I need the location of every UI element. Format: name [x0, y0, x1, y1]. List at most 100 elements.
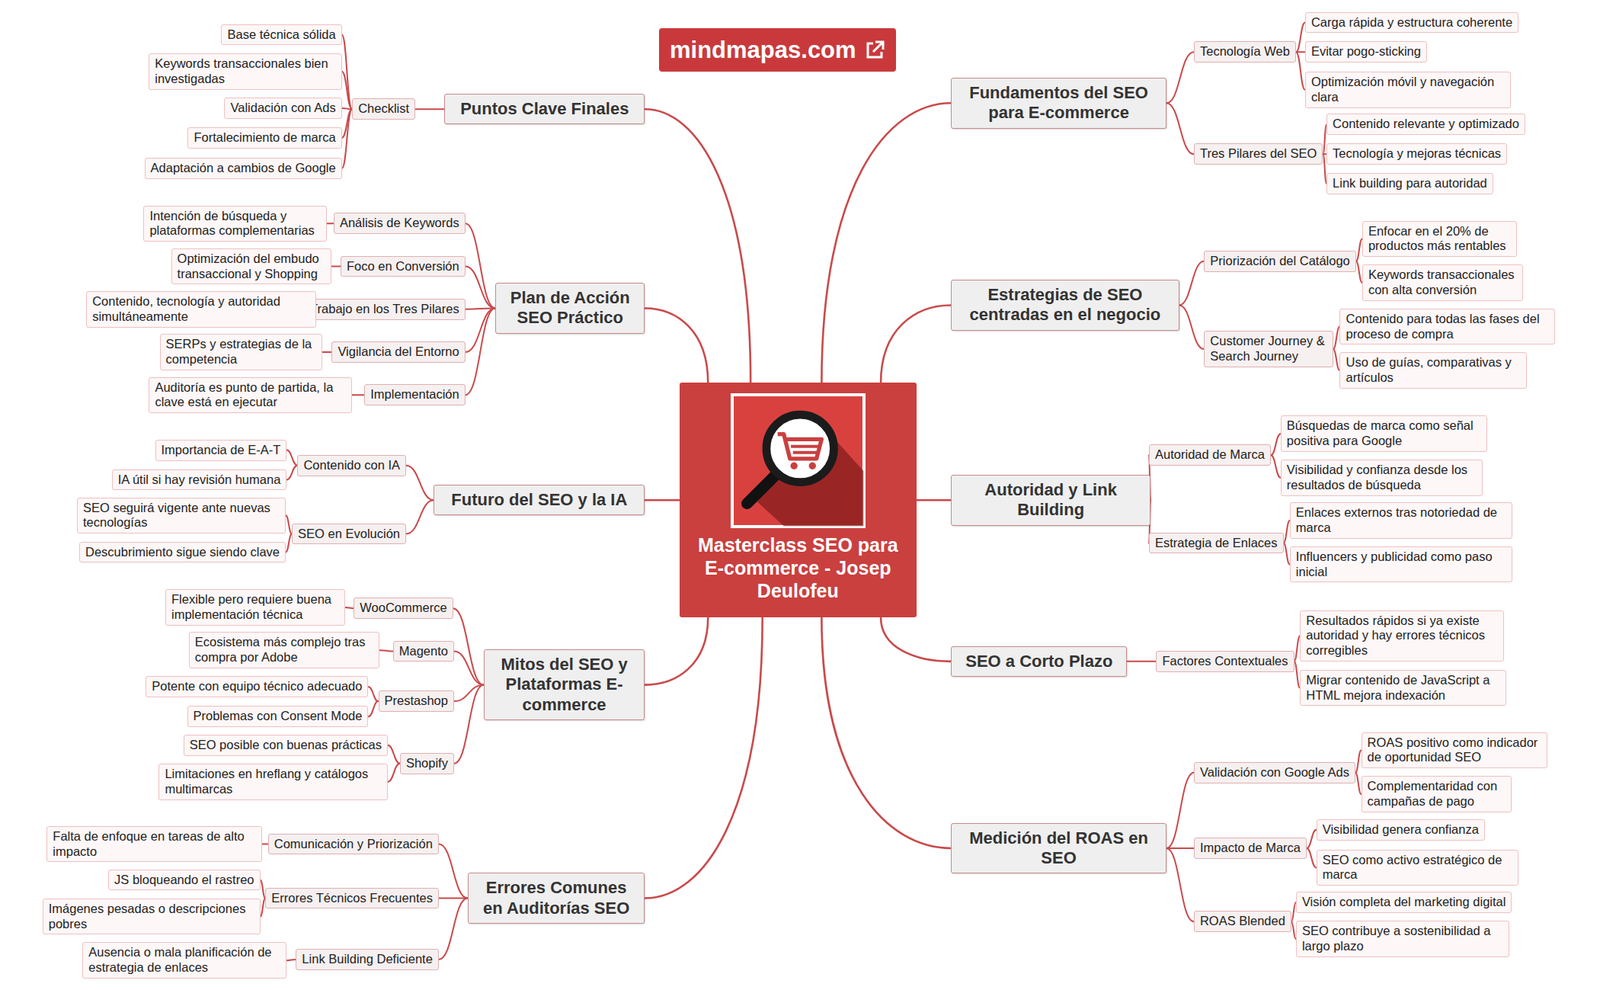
branch-connector — [1291, 921, 1296, 939]
branch-connector — [438, 898, 468, 960]
node-text: Errores Técnicos Frecuentes — [271, 890, 433, 906]
branch-box: Fundamentos del SEO para E-commerce — [950, 77, 1167, 129]
branch-connector — [262, 843, 269, 845]
leaf-box: Validación con Ads — [224, 97, 342, 119]
branch-connector — [644, 617, 708, 685]
node-text: Uso de guías, comparativas y artículos — [1345, 355, 1521, 386]
node-text: Autoridad y Link Building — [959, 480, 1143, 521]
node-text: SERPs y estrategias de la competencia — [166, 336, 317, 368]
leaf-box: Contenido relevante y optimizado — [1326, 113, 1526, 135]
branch-connector — [342, 71, 352, 110]
branch-connector — [406, 465, 434, 501]
node-text: IA útil si hay revisión humana — [118, 472, 282, 488]
subtopic-box: Autoridad de Marca — [1148, 444, 1271, 466]
branch-connector — [1333, 326, 1341, 349]
central-topic: Masterclass SEO para E-commerce - Josep … — [679, 382, 917, 618]
branch-connector — [415, 108, 445, 110]
leaf-box: Enfocar en el 20% de productos más renta… — [1362, 220, 1517, 258]
branch-connector — [387, 745, 400, 764]
branch-box: SEO a Corto Plazo — [950, 646, 1127, 677]
branch-connector — [1356, 261, 1363, 283]
node-text: Contenido con IA — [303, 457, 400, 474]
node-text: Resultados rápidos si ya existe autorida… — [1305, 613, 1498, 659]
branch-connector — [1356, 238, 1363, 261]
leaf-box: Visibilidad y confianza desde los result… — [1280, 459, 1483, 496]
node-text: ROAS positivo como indicador de oportuni… — [1367, 735, 1543, 766]
leaf-box: Enlaces externos tras notoriedad de marc… — [1289, 502, 1513, 539]
branch-connector — [1355, 749, 1362, 772]
branch-connector — [1333, 348, 1341, 371]
node-text: Enfocar en el 20% de productos más renta… — [1368, 224, 1511, 255]
node-text: Intención de búsqueda y plataformas comp… — [149, 208, 320, 240]
node-text: ROAS Blended — [1200, 913, 1286, 929]
leaf-box: Optimización móvil y navegación clara — [1305, 71, 1511, 109]
node-text: Búsquedas de marca como señal positiva p… — [1286, 418, 1482, 449]
node-text: Carga rápida y estructura coherente — [1311, 15, 1513, 31]
branch-connector — [916, 499, 952, 502]
node-text: Foco en Conversión — [346, 259, 460, 275]
central-title: Masterclass SEO para E-commerce - Josep … — [679, 533, 917, 602]
subtopic-box: Customer Journey & Search Journey — [1203, 330, 1333, 368]
branch-connector — [1283, 520, 1290, 543]
subtopic-box: Link Building Deficiente — [295, 948, 439, 970]
watermark-text: mindmapas.com — [669, 36, 857, 64]
leaf-box: Visión completa del marketing digital — [1296, 891, 1513, 913]
leaf-box: Búsquedas de marca como señal positiva p… — [1280, 415, 1488, 452]
node-text: Link building para autoridad — [1332, 176, 1488, 192]
branch-connector — [465, 307, 496, 395]
node-text: Implementación — [370, 387, 459, 403]
node-text: Puntos Clave Finales — [452, 99, 637, 119]
node-text: Contenido relevante y optimizado — [1332, 116, 1520, 132]
leaf-box: Auditoría es punto de partida, la clave … — [148, 377, 352, 414]
branch-connector — [260, 898, 266, 917]
node-text: Estrategia de Enlaces — [1155, 535, 1278, 551]
branch-connector — [342, 108, 352, 109]
branch-connector — [326, 222, 334, 224]
branch-connector — [286, 450, 298, 466]
node-text: Auditoría es punto de partida, la clave … — [154, 380, 346, 411]
leaf-box: JS bloqueando el rastreo — [108, 869, 260, 891]
branch-box: Estrategias de SEO centradas en el negoc… — [950, 279, 1179, 331]
leaf-box: Resultados rápidos si ya existe autorida… — [1299, 610, 1504, 662]
subtopic-box: Magento — [393, 640, 455, 663]
leaf-box: Migrar contenido de JavaScript a HTML me… — [1299, 669, 1507, 707]
branch-connector — [1306, 848, 1317, 868]
branch-connector — [1166, 51, 1194, 103]
node-text: Futuro del SEO y la IA — [441, 489, 637, 510]
node-text: Ausencia o mala planificación de estrate… — [88, 944, 281, 976]
leaf-box: Descubrimiento sigue siendo clave — [79, 541, 286, 564]
branch-connector — [644, 307, 708, 383]
node-text: SEO como activo estratégico de marca — [1322, 852, 1513, 884]
branch-connector — [1296, 22, 1306, 52]
branch-connector — [1306, 829, 1317, 848]
branch-connector — [1166, 847, 1194, 849]
leaf-box: Fortalecimiento de marca — [187, 127, 342, 149]
leaf-box: Imágenes pesadas o descripciones pobres — [42, 898, 261, 935]
leaf-box: Influencers y publicidad como paso inici… — [1289, 546, 1513, 583]
leaf-box: SEO seguirá vigente ante nuevas tecnolog… — [76, 497, 286, 535]
node-text: Keywords transaccionales bien investigad… — [154, 56, 336, 87]
node-text: Trabajo en los Tres Pilares — [310, 301, 460, 317]
branch-connector — [379, 649, 394, 651]
node-text: Estrategias de SEO centradas en el negoc… — [959, 284, 1171, 326]
branch-connector — [368, 700, 378, 717]
node-text: SEO a Corto Plazo — [959, 651, 1119, 672]
node-text: SEO contribuye a sostenibilidad a largo … — [1302, 923, 1504, 954]
branch-connector — [821, 102, 951, 383]
external-link-icon — [864, 39, 886, 61]
subtopic-box: Priorización del Catálogo — [1203, 250, 1356, 272]
node-text: Magento — [399, 643, 448, 660]
branch-connector — [352, 393, 365, 396]
node-text: Customer Journey & Search Journey — [1209, 333, 1327, 365]
leaf-box: Base técnica sólida — [220, 24, 342, 46]
leaf-box: Intención de búsqueda y plataformas comp… — [143, 205, 327, 243]
subtopic-box: Foco en Conversión — [340, 256, 466, 278]
subtopic-box: Trabajo en los Tres Pilares — [304, 298, 466, 320]
branch-connector — [1179, 304, 1205, 349]
node-text: Shopify — [406, 755, 448, 772]
branch-connector — [342, 108, 352, 169]
branch-connector — [1166, 772, 1194, 848]
leaf-box: ROAS positivo como indicador de oportuni… — [1361, 732, 1549, 769]
branch-box: Medición del ROAS en SEO — [950, 822, 1167, 874]
branch-connector — [285, 533, 292, 552]
